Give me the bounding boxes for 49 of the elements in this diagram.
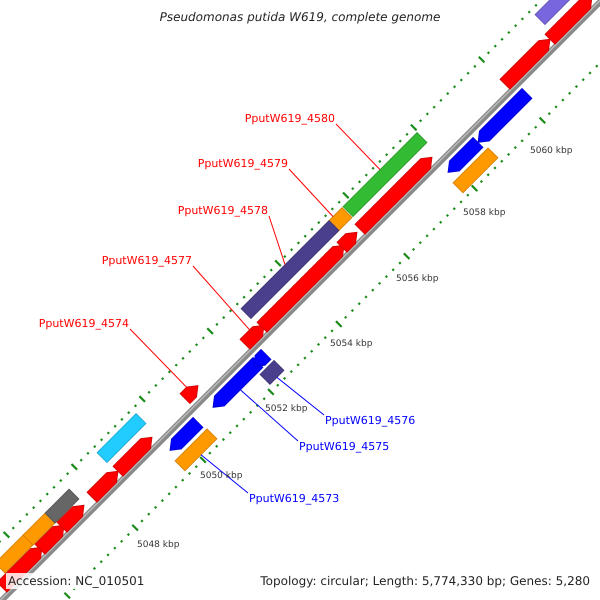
gene-label: PputW619_4574	[38, 318, 129, 329]
gene-block	[56, 504, 84, 533]
gene-block	[254, 348, 272, 367]
leader-line	[130, 328, 188, 388]
gene-block	[336, 232, 358, 253]
gene-block	[354, 156, 432, 235]
tick-label: 5054 kbp	[330, 340, 372, 349]
gene-block	[452, 147, 499, 194]
gene-block	[256, 244, 344, 333]
gene-block	[96, 413, 147, 464]
gene-label: PputW619_4578	[178, 205, 268, 216]
tick-label: 5058 kbp	[463, 209, 506, 218]
tick-label: 5060 kbp	[530, 147, 572, 156]
gene-block	[212, 356, 264, 408]
gene-block	[259, 360, 285, 385]
gene-label: PputW619_4579	[198, 158, 288, 169]
gene-block	[544, 0, 592, 45]
gene-block	[174, 428, 218, 472]
gene-label: PputW619_4580	[244, 113, 335, 124]
gene-label: PputW619_4573	[249, 493, 340, 504]
tick-label: 5048 kbp	[137, 541, 180, 550]
gene-block	[44, 488, 80, 524]
gene-block	[499, 38, 550, 90]
gene-block	[342, 132, 428, 218]
leader-line	[200, 454, 248, 494]
gene-block	[239, 324, 264, 350]
leader-line	[192, 266, 250, 330]
gene-block	[179, 385, 198, 404]
leader-line	[336, 124, 381, 170]
gene-block	[534, 0, 572, 26]
gene-block	[240, 220, 340, 320]
genome-info-text: Topology: circular; Length: 5,774,330 bp; Genes: 5,280	[260, 575, 590, 587]
leader-line	[268, 216, 286, 266]
tick-label: 5056 kbp	[396, 275, 438, 284]
gene-block	[34, 524, 64, 555]
gene-label: PputW619_4577	[102, 255, 192, 266]
gene-label: PputW619_4575	[299, 441, 390, 452]
gene-block	[448, 136, 484, 173]
gene-block	[170, 416, 204, 451]
gene-block	[0, 532, 36, 574]
gene-label: PputW619_4576	[325, 415, 416, 426]
map-title: Pseudomonas putida W619, complete genome	[158, 11, 442, 23]
tick-label: 5050 kbp	[200, 472, 242, 481]
gene-block	[112, 436, 152, 477]
gene-block	[86, 470, 118, 503]
accession-text: Accession: NC_010501	[6, 573, 146, 589]
gene-block	[478, 88, 533, 143]
leader-line	[240, 389, 298, 442]
tick-label: 5052 kbp	[265, 405, 308, 414]
